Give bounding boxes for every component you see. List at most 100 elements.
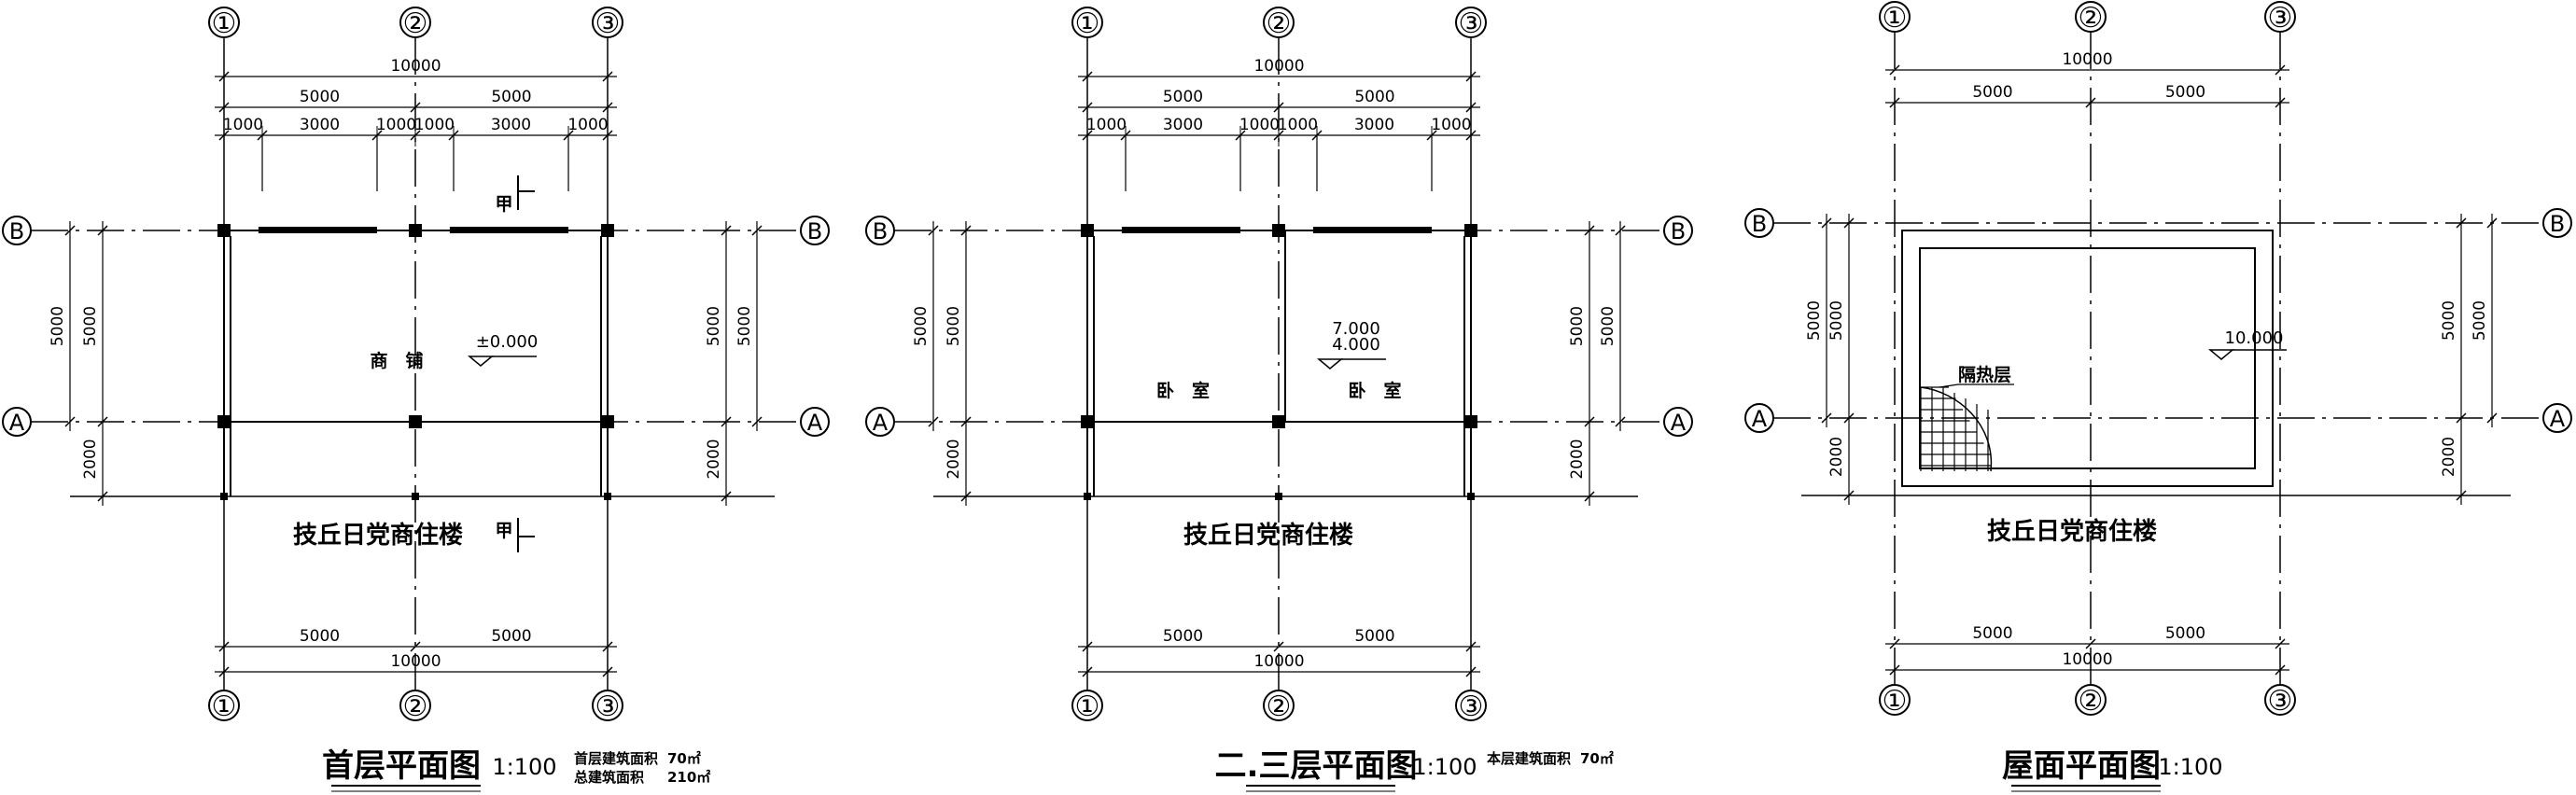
column-s-1	[220, 493, 228, 500]
building-name: 技丘日党商住楼	[293, 521, 463, 550]
axis-label-right-A: A	[1671, 410, 1687, 436]
column-b-2	[1272, 224, 1285, 237]
elevation-1: 10.000	[2225, 328, 2284, 348]
axis-label-bottom-3: ③	[595, 690, 621, 723]
column-a-2	[1272, 415, 1285, 428]
axis-label-bottom-3: ③	[1459, 690, 1484, 723]
dim-tick	[1889, 64, 1900, 76]
elevation-mark	[1316, 358, 1344, 370]
dim-side-1-1: 5000	[2440, 300, 2458, 341]
dim-tick	[2085, 97, 2096, 108]
dim-tick	[218, 666, 230, 677]
window-1	[1121, 227, 1240, 233]
dim-side-2-0: 2000	[945, 439, 963, 479]
axis-bubble-right-A	[2542, 403, 2572, 433]
axis-label-left-A: A	[9, 410, 25, 436]
dim-top-half-2: 5000	[2165, 83, 2205, 102]
column-a-1	[1081, 415, 1094, 428]
dim-side-1-0: 5000	[1827, 300, 1846, 341]
dim-side-2-0: 2000	[1827, 437, 1846, 477]
axis-label-top-3: ③	[595, 7, 621, 40]
dim-tick	[1821, 217, 1832, 229]
dim-side-1-1: 5000	[705, 306, 723, 346]
drawing-scale: 1:100	[1412, 754, 1477, 780]
axis-label-left-A: A	[1752, 406, 1768, 432]
dim-bottom-total: 10000	[1253, 652, 1304, 671]
drawing-title: 首层平面图	[322, 747, 481, 785]
dim-tick	[1843, 412, 1855, 424]
dim-tick	[2275, 64, 2286, 76]
dim-bottom-half-1: 5000	[1163, 627, 1203, 646]
dim-tick	[751, 225, 763, 236]
column-b-3	[601, 224, 614, 237]
dim-tick	[218, 71, 230, 82]
dim-top-detail-6: 1000	[1431, 116, 1471, 134]
dim-top-half-1: 5000	[1972, 83, 2012, 102]
roof-parapet-outer	[1901, 230, 2274, 487]
dim-tick	[960, 416, 972, 427]
axis-label-top-2: ②	[2079, 2, 2104, 35]
dim-top-detail-5: 3000	[1354, 116, 1394, 134]
dim-bottom-total: 10000	[2062, 650, 2112, 669]
dim-tick	[2085, 638, 2096, 649]
column-s-2	[1275, 493, 1282, 500]
dim-bottom-half-1: 5000	[1972, 624, 2012, 643]
column-b-1	[217, 224, 231, 237]
dim-tick	[928, 225, 939, 236]
dim-tick	[2275, 638, 2286, 649]
dim-tick	[410, 102, 421, 113]
dim-top-total: 10000	[390, 57, 441, 76]
area-value-1: 70㎡	[667, 750, 701, 767]
column-a-2	[409, 415, 422, 428]
dim-tick	[410, 641, 421, 652]
dim-tick	[928, 416, 939, 427]
dim-tick	[1082, 71, 1093, 82]
elevation-mark	[467, 356, 495, 367]
dim-tick	[602, 666, 613, 677]
axis-bubble-right-B	[800, 216, 830, 245]
room-label-1: 卧 室	[1156, 380, 1210, 401]
dim-top-half-2: 5000	[1354, 88, 1394, 106]
dim-tick	[97, 225, 108, 236]
window-1	[258, 227, 377, 233]
dim-tick	[1843, 217, 1855, 229]
axis-bubble-right-B	[1663, 216, 1693, 245]
dim-side-2-1: 2000	[1568, 439, 1587, 479]
dim-side-1-0: 5000	[81, 306, 100, 346]
dim-top-detail-4: 1000	[414, 116, 455, 134]
axis-label-top-1: ①	[1883, 2, 1908, 35]
dim-top-detail-3: 1000	[376, 116, 416, 134]
dim-tick	[1889, 664, 1900, 676]
dim-tick	[1889, 97, 1900, 108]
dim-tick	[2486, 217, 2498, 229]
axis-label-bottom-2: ②	[2079, 685, 2104, 718]
dim-side-1-0: 5000	[945, 306, 963, 346]
column-s-2	[412, 493, 419, 500]
dim-tick	[2275, 97, 2286, 108]
dim-tick	[1082, 641, 1093, 652]
dim-side-2-0: 2000	[81, 439, 100, 479]
elevation-mark	[2207, 349, 2235, 360]
dim-side-outer-0: 5000	[1805, 300, 1824, 341]
dim-tick	[64, 416, 76, 427]
column-s-3	[1467, 493, 1475, 500]
dim-tick	[97, 491, 108, 502]
elevation-2: 4.000	[1332, 335, 1380, 355]
axis-label-right-B: B	[1671, 218, 1686, 244]
dim-tick	[721, 491, 732, 502]
dim-tick	[2456, 490, 2467, 501]
dim-tick	[1465, 641, 1477, 652]
dim-tick	[960, 225, 972, 236]
drawing-title: 屋面平面图	[2002, 747, 2161, 785]
dim-tick	[218, 641, 230, 652]
dim-tick	[721, 225, 732, 236]
dim-tick	[218, 102, 230, 113]
dim-tick	[1615, 225, 1626, 236]
axis-label-bottom-2: ②	[403, 690, 428, 723]
hatch-boundary	[1920, 386, 1993, 472]
dim-top-detail-5: 3000	[491, 116, 531, 134]
dim-side-outer-1: 5000	[735, 306, 754, 346]
